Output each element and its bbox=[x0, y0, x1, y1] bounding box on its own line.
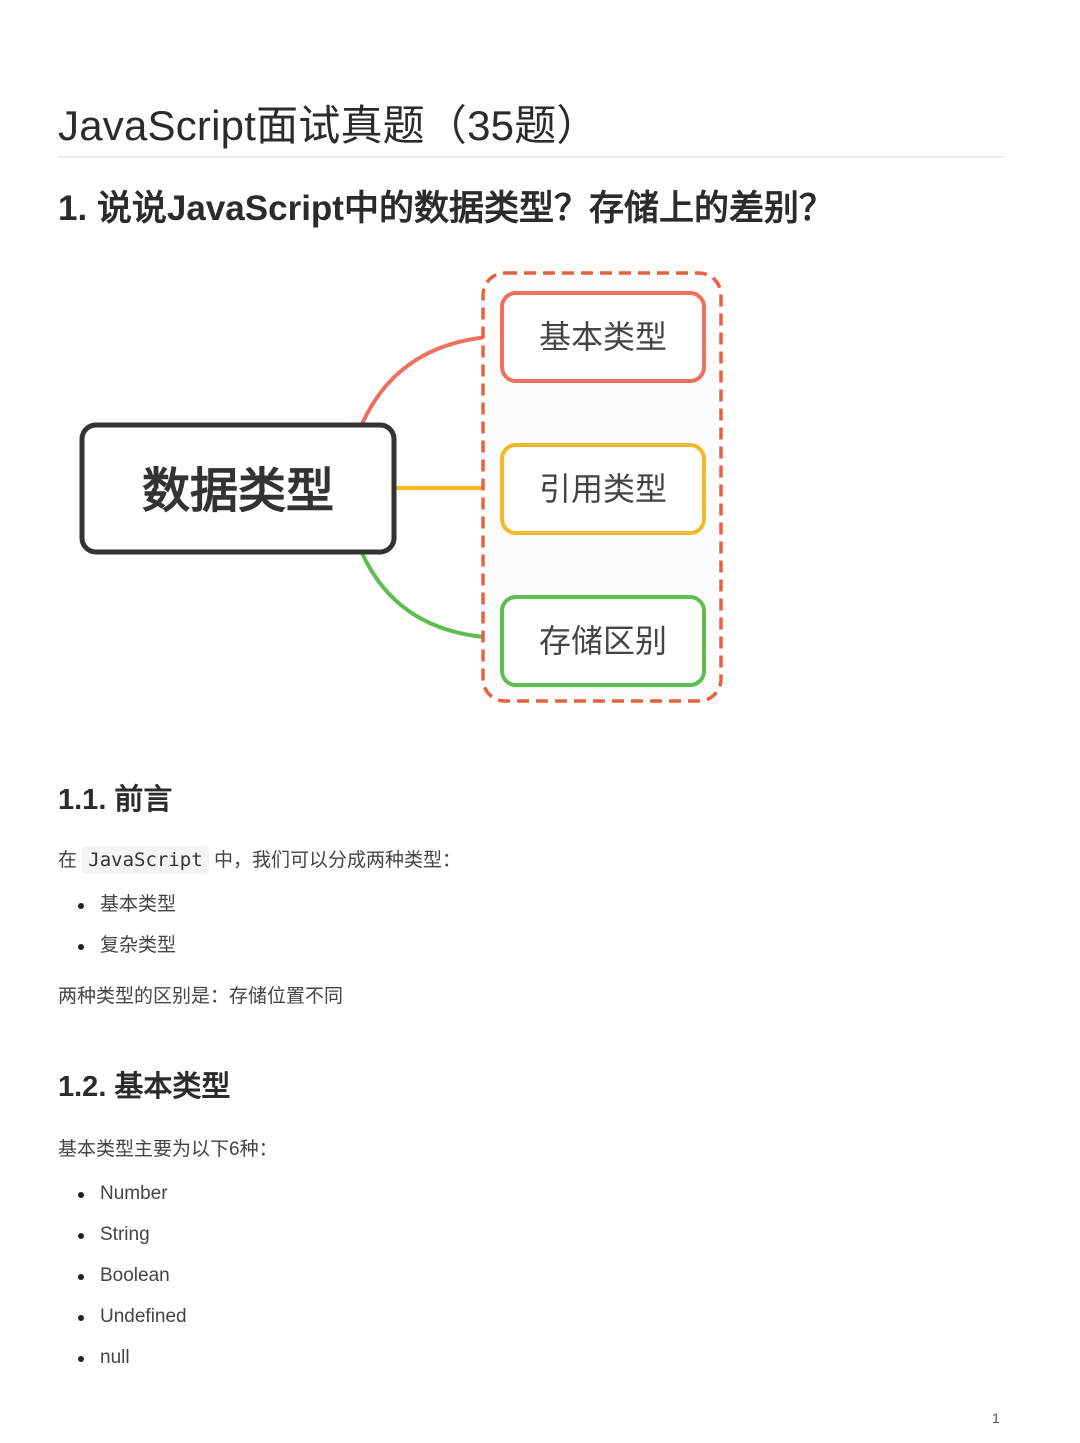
list-item: null bbox=[58, 1346, 187, 1387]
list-item: Boolean bbox=[58, 1264, 187, 1305]
root-node-box bbox=[79, 422, 397, 555]
branch-node-label-reference: 引用类型 bbox=[539, 470, 667, 508]
list-item: 基本类型 bbox=[58, 893, 176, 934]
intro-suffix: 中，我们可以分成两种类型： bbox=[213, 850, 461, 871]
preface-conclusion: 两种类型的区别是：存储位置不同 bbox=[58, 986, 344, 1007]
page-number: 1 bbox=[992, 1410, 1000, 1426]
list-item: String bbox=[58, 1223, 187, 1264]
intro-prefix: 在 bbox=[58, 850, 78, 871]
branch-node-box-storage bbox=[500, 595, 706, 687]
bullet-icon bbox=[78, 1356, 84, 1362]
list-item: 复杂类型 bbox=[58, 934, 176, 975]
data-types-mindmap: 数据类型 基本类型 引用类型 存储区别 bbox=[79, 271, 723, 703]
list-item: Number bbox=[58, 1182, 187, 1223]
connector-storage-difference bbox=[360, 552, 503, 640]
branch-node-box-basic bbox=[500, 291, 706, 383]
bullet-icon bbox=[78, 944, 84, 950]
bullet-icon bbox=[78, 903, 84, 909]
title-divider bbox=[58, 156, 1004, 158]
branch-node-label-storage: 存储区别 bbox=[539, 622, 667, 660]
question-heading: 1. 说说JavaScript中的数据类型？存储上的差别？ bbox=[58, 189, 834, 228]
branch-node-label-basic: 基本类型 bbox=[539, 318, 667, 356]
preface-intro: 在 JavaScript 中，我们可以分成两种类型： bbox=[58, 845, 461, 874]
document-title: JavaScript面试真题（35题） bbox=[58, 102, 599, 149]
branch-node-box-reference bbox=[500, 443, 706, 535]
bullet-icon bbox=[78, 1315, 84, 1321]
section-heading-basic-types: 1.2. 基本类型 bbox=[58, 1071, 231, 1103]
bullet-icon bbox=[78, 1274, 84, 1280]
basic-types-intro: 基本类型主要为以下6种： bbox=[58, 1139, 278, 1160]
section-heading-preface: 1.1. 前言 bbox=[58, 784, 173, 816]
type-category-list: 基本类型 复杂类型 bbox=[58, 893, 176, 975]
basic-types-list: Number String Boolean Undefined null bbox=[58, 1182, 187, 1387]
list-item: Undefined bbox=[58, 1305, 187, 1346]
bullet-icon bbox=[78, 1233, 84, 1239]
connector-basic-type bbox=[360, 334, 503, 425]
inline-code-javascript: JavaScript bbox=[82, 846, 209, 874]
root-node-label: 数据类型 bbox=[142, 463, 334, 519]
bullet-icon bbox=[78, 1192, 84, 1198]
